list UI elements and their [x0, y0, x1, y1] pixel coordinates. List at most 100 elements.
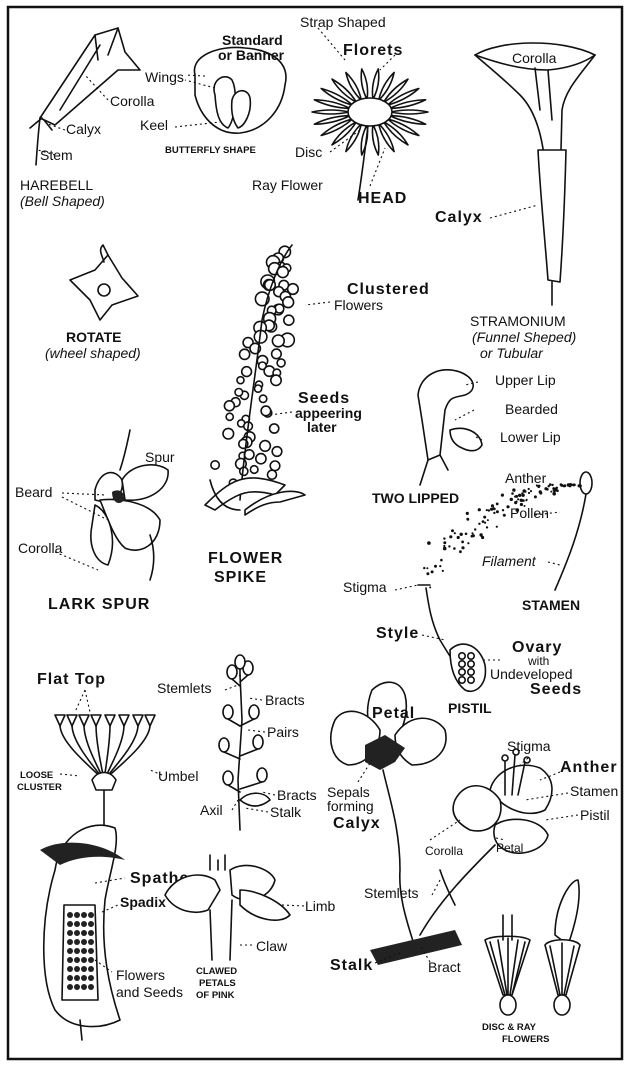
spadix-seed	[81, 912, 87, 918]
spike-flowers-label: Flowers	[334, 297, 383, 313]
spike-floret	[235, 389, 243, 397]
umbel-flower	[67, 715, 77, 726]
spike-later-label: later	[307, 419, 337, 435]
spadix-seed	[74, 984, 80, 990]
pollen-grain	[478, 523, 480, 525]
pink-title-2: PETALS	[199, 978, 236, 989]
spike-floret	[211, 461, 219, 469]
pollen-grain	[573, 484, 576, 487]
spadix-seed	[74, 921, 80, 927]
umbel-flat-top-label: Flat Top	[37, 671, 106, 688]
pistil-title: PISTIL	[448, 700, 492, 716]
stramonium-subtitle-1: (Funnel Sheped)	[472, 329, 576, 345]
spike-floret	[261, 406, 271, 416]
spadix-seed	[81, 966, 87, 972]
ovary-seed	[459, 661, 465, 667]
pollen-grain	[466, 512, 469, 515]
spike-floret	[260, 441, 271, 452]
two-lipped-title: TWO LIPPED	[372, 490, 459, 506]
ovary-seed	[459, 669, 465, 675]
spadix-seed	[74, 912, 80, 918]
spike-floret	[268, 470, 277, 479]
pollen-grain	[478, 508, 481, 511]
raceme-bud	[223, 705, 233, 719]
pollen-grain	[449, 535, 452, 538]
pollen-grain	[517, 498, 519, 500]
spike-floret	[272, 349, 282, 359]
pollen-grain	[453, 547, 456, 550]
raceme-stemlet	[240, 675, 248, 682]
butterfly-banner-label: or Banner	[218, 47, 285, 63]
pollen-grain	[496, 510, 499, 513]
raceme-bud	[257, 768, 267, 782]
pollen-grain	[521, 494, 524, 497]
pollen-grain	[548, 485, 550, 487]
flower-parts-forming-label: forming	[327, 798, 374, 814]
spathe-spadix-figure	[40, 825, 125, 1040]
harebell-calyx-label: Calyx	[66, 121, 101, 137]
ovary-seed	[459, 653, 465, 659]
spike-floret	[237, 377, 244, 384]
pollen-grain	[426, 572, 429, 575]
spadix-seed	[74, 957, 80, 963]
umbel-cluster-label: CLUSTER	[17, 782, 62, 793]
spadix-seed	[67, 957, 73, 963]
pistil-style-label: Style	[376, 625, 419, 642]
pollen-grain	[553, 488, 557, 492]
umbel-loose-label: LOOSE	[20, 770, 53, 781]
pollen-grain	[431, 570, 434, 573]
stamen-anther-label: Anther	[505, 470, 547, 486]
pollen-grain	[496, 503, 499, 506]
spike-floret	[250, 466, 258, 474]
raceme-stemlet	[228, 719, 240, 726]
spadix-seed	[81, 957, 87, 963]
pollen-grain	[465, 533, 468, 536]
pollen-grain	[460, 533, 463, 536]
spike-title-1: FLOWER	[208, 550, 283, 567]
butterfly-keel-label: Keel	[140, 117, 168, 133]
pollen-grain	[461, 546, 464, 549]
pistil-seeds-label: Seeds	[530, 681, 582, 698]
jack-spadix-label: Spadix	[120, 894, 166, 910]
pollen-grain	[454, 532, 456, 534]
larkspur-spur-label: Spur	[145, 449, 175, 465]
butterfly-wings-label: Wings	[145, 69, 184, 85]
spike-floret	[284, 315, 294, 325]
raceme-bracts-top-label: Bracts	[265, 692, 305, 708]
pollen-grain	[434, 565, 437, 568]
spadix-seed	[74, 966, 80, 972]
larkspur-title: LARK SPUR	[48, 596, 150, 613]
spadix-seed	[67, 966, 73, 972]
larkspur-corolla-label: Corolla	[18, 540, 63, 556]
spadix-seed	[81, 921, 87, 927]
spadix-seed	[81, 975, 87, 981]
pollen-grain	[518, 494, 521, 497]
pollen-grain	[564, 485, 566, 487]
spike-title-2: SPIKE	[214, 569, 267, 586]
spadix-seed	[88, 984, 94, 990]
pollen-grain	[479, 533, 482, 536]
raceme-stemlets-label: Stemlets	[157, 680, 211, 696]
harebell-corolla-label: Corolla	[110, 93, 155, 109]
umbel-flower	[79, 715, 89, 726]
harebell-stem-label: Stem	[40, 147, 73, 163]
spadix-seed	[81, 948, 87, 954]
spadix-seed	[88, 912, 94, 918]
pollen-grain	[551, 484, 553, 486]
pollen-grain	[486, 526, 488, 528]
spadix-seed	[74, 975, 80, 981]
pollen-grain	[510, 498, 513, 501]
flower-parts-bract-label: Bract	[428, 959, 461, 975]
stramonium-corolla-label: Corolla	[512, 50, 557, 66]
spadix-seed	[81, 939, 87, 945]
spadix-seed	[88, 966, 94, 972]
pollen-grain	[483, 516, 486, 519]
umbel-flower	[91, 715, 101, 726]
raceme-bud	[223, 771, 233, 785]
disc-ray-title-2: FLOWERS	[502, 1034, 550, 1045]
raceme-bud	[235, 655, 245, 669]
pollen-grain	[482, 520, 485, 523]
raceme-stemlet	[240, 782, 262, 789]
pink-limb-label: Limb	[305, 898, 336, 914]
